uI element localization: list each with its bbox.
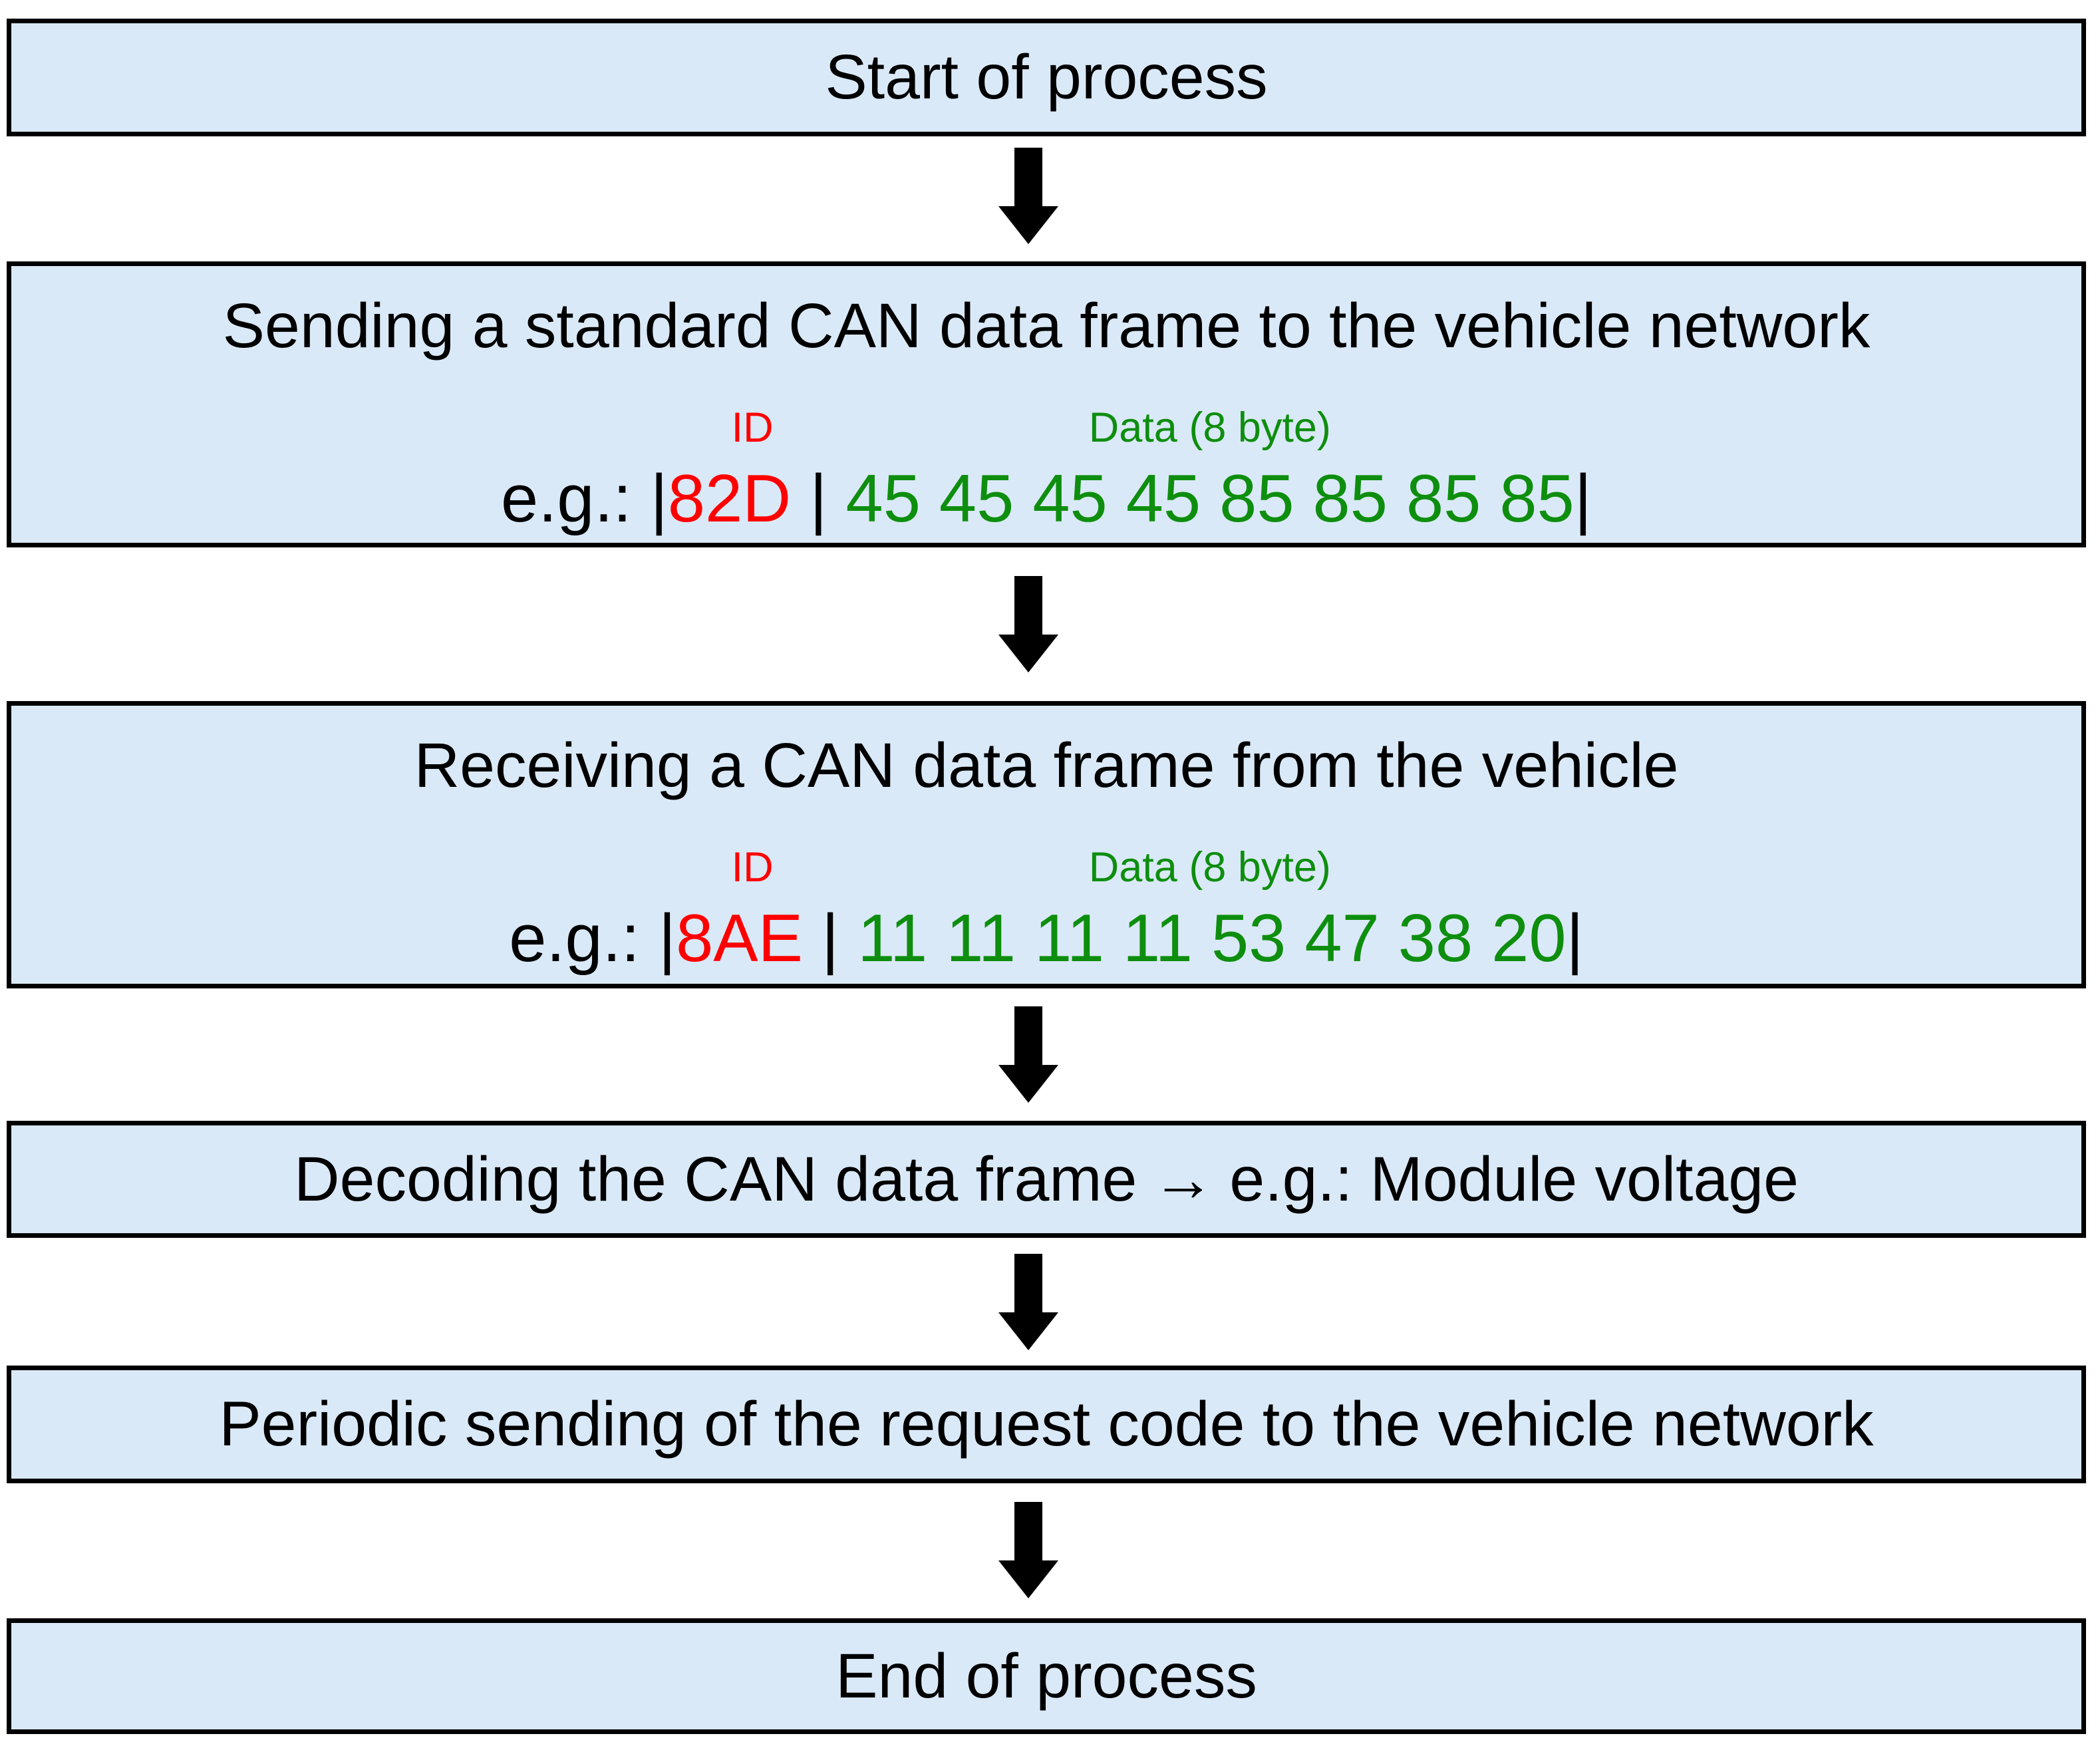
down-arrow-icon (998, 576, 1058, 672)
down-arrow-shaft (1014, 148, 1042, 206)
receiving-id-label: ID (731, 844, 774, 891)
sending-box-title: Sending a standard CAN data frame to the… (222, 290, 1871, 361)
down-arrow-head (998, 1560, 1058, 1598)
receiving-example-frame: e.g.: |8AE | 11 11 11 11 53 47 38 20| (11, 901, 2081, 977)
flow-box-start: Start of process (7, 19, 2086, 136)
down-arrow-shaft (1014, 576, 1042, 635)
decoding-title-after: e.g.: Module voltage (1229, 1143, 1799, 1215)
flow-box-receiving: Receiving a CAN data frame from the vehi… (7, 701, 2086, 988)
sending-id-label: ID (731, 404, 774, 451)
sending-eg-prefix: e.g.: | (501, 462, 668, 536)
sending-separator: | (791, 462, 846, 536)
flow-box-periodic: Periodic sending of the request code to … (7, 1366, 2086, 1483)
flow-box-decoding: Decoding the CAN data frame→e.g.: Module… (7, 1121, 2086, 1238)
receiving-eg-suffix: | (1566, 901, 1584, 976)
right-arrow-icon: → (1151, 1143, 1215, 1215)
start-box-title: Start of process (825, 42, 1268, 112)
receiving-frame-labels: ID Data (8 byte) (11, 844, 2081, 891)
sending-frame-labels: ID Data (8 byte) (11, 404, 2081, 451)
flow-box-sending: Sending a standard CAN data frame to the… (7, 261, 2086, 547)
sending-id-value: 82D (667, 462, 792, 536)
flow-box-end: End of process (7, 1618, 2086, 1734)
decoding-title-before: Decoding the CAN data frame (294, 1143, 1137, 1215)
down-arrow-shaft (1014, 1254, 1042, 1312)
sending-data-label: Data (8 byte) (1088, 404, 1331, 451)
receiving-data-label: Data (8 byte) (1088, 844, 1331, 891)
receiving-separator: | (802, 901, 858, 976)
down-arrow-shaft (1014, 1502, 1042, 1560)
receiving-box-title: Receiving a CAN data frame from the vehi… (414, 730, 1679, 801)
down-arrow-head (998, 635, 1058, 672)
down-arrow-head (998, 206, 1058, 244)
down-arrow-head (998, 1065, 1058, 1103)
down-arrow-icon (998, 1006, 1058, 1103)
end-box-title: End of process (835, 1640, 1257, 1711)
down-arrow-head (998, 1312, 1058, 1350)
periodic-box-title: Periodic sending of the request code to … (219, 1389, 1874, 1459)
down-arrow-shaft (1014, 1006, 1042, 1065)
receiving-data-value: 11 11 11 11 53 47 38 20 (857, 901, 1567, 976)
down-arrow-icon (998, 1502, 1058, 1598)
sending-eg-suffix: | (1574, 462, 1592, 536)
sending-data-value: 45 45 45 45 85 85 85 85 (845, 462, 1575, 536)
down-arrow-icon (998, 148, 1058, 244)
sending-example-frame: e.g.: |82D | 45 45 45 45 85 85 85 85| (11, 461, 2081, 537)
receiving-id-value: 8AE (676, 901, 803, 976)
down-arrow-icon (998, 1254, 1058, 1350)
receiving-eg-prefix: e.g.: | (509, 901, 676, 976)
